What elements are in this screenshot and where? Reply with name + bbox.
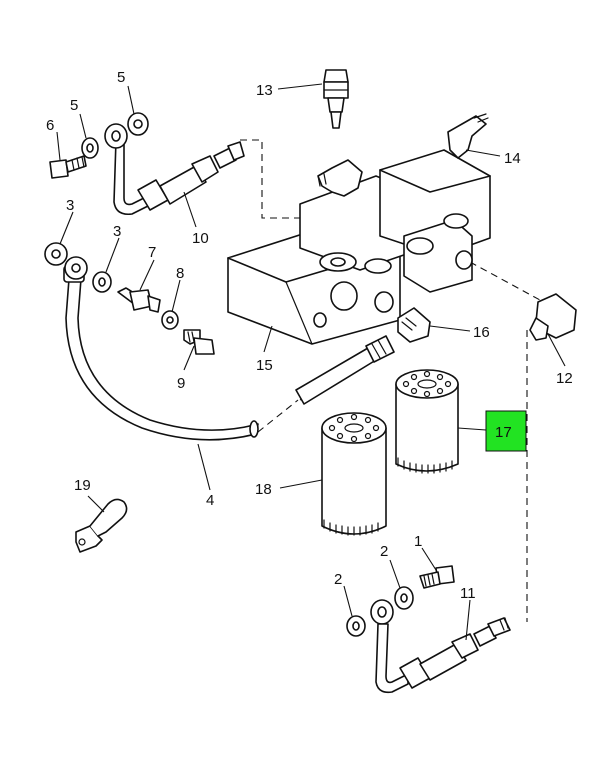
bracket-clip (75, 498, 128, 553)
callout-4[interactable]: 4 (206, 492, 214, 509)
elbow-fitting-center (317, 159, 363, 197)
fuel-line-lower (370, 599, 511, 694)
elbow-fitting-right (529, 293, 577, 341)
callout-5[interactable]: 5 (117, 69, 125, 86)
sensor-plug (323, 69, 349, 129)
callout-18[interactable]: 18 (255, 481, 272, 498)
callout-15[interactable]: 15 (256, 357, 273, 374)
callout-19[interactable]: 19 (74, 477, 91, 494)
fuel-filter-17 (395, 369, 459, 474)
banjo-eye-upper (104, 123, 128, 149)
callout-labels: 1 2 2 3 3 4 5 5 6 7 8 9 10 11 12 13 14 1… (46, 69, 573, 602)
leader-lines (56, 83, 566, 641)
callout-10[interactable]: 10 (192, 230, 209, 247)
washer-3a (44, 242, 68, 266)
washer-3b (92, 271, 112, 293)
callout-1[interactable]: 1 (414, 533, 422, 550)
callout-12[interactable]: 12 (556, 370, 573, 387)
filter-head-housing (227, 149, 491, 345)
washer-5b (127, 112, 149, 136)
banjo-bolt-7 (117, 287, 161, 313)
callout-17[interactable]: 17 (495, 424, 512, 441)
washer-2a (394, 586, 414, 610)
fitting-16 (397, 307, 431, 343)
fuel-hose (63, 265, 395, 441)
bolt-9 (183, 329, 215, 355)
elbow-fitting-top (447, 113, 489, 159)
callout-6[interactable]: 6 (46, 117, 54, 134)
callout-3[interactable]: 3 (113, 223, 121, 240)
washer-2b (346, 615, 366, 637)
callout-11[interactable]: 11 (460, 585, 476, 602)
callout-9[interactable]: 9 (177, 375, 185, 392)
callout-3[interactable]: 3 (66, 197, 74, 214)
callout-2[interactable]: 2 (380, 543, 388, 560)
callout-5[interactable]: 5 (70, 97, 78, 114)
bolt-1 (419, 565, 455, 589)
callout-8[interactable]: 8 (176, 265, 184, 282)
banjo-eye-mid (64, 256, 88, 280)
fuel-line-upper (113, 139, 245, 216)
fuel-filter-18 (321, 412, 387, 536)
callout-7[interactable]: 7 (148, 244, 156, 261)
callout-13[interactable]: 13 (256, 82, 273, 99)
highlight-box-17 (485, 410, 527, 452)
washer-5a (81, 137, 99, 159)
washer-8 (161, 310, 179, 330)
callout-2[interactable]: 2 (334, 571, 342, 588)
callout-16[interactable]: 16 (473, 324, 490, 341)
banjo-bolt-upper (49, 155, 87, 179)
callout-14[interactable]: 14 (504, 150, 521, 167)
